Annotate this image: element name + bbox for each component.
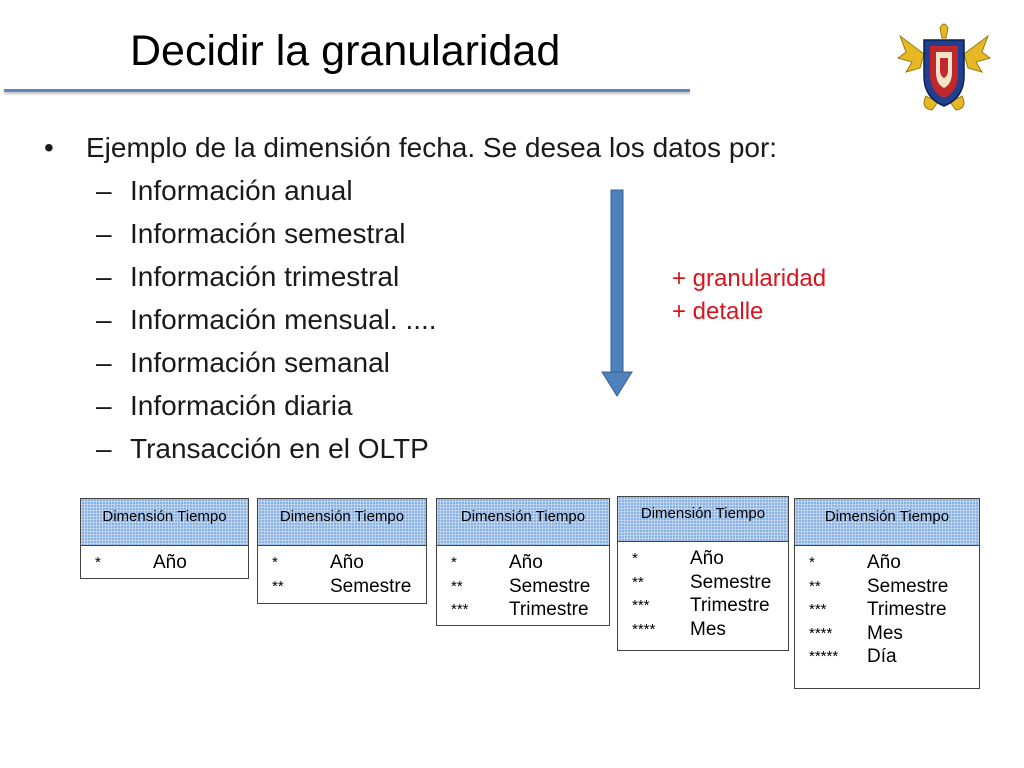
table-body: * Año ** Semestre *** Trimestre **** Mes ***… [795,546,979,669]
time-dimension-table: Dimensión Tiempo * Año ** Semestre *** Trim… [436,498,610,626]
table-row: * Año [618,547,788,571]
time-dimension-table: Dimensión Tiempo * Año ** Semestre *** Trim… [617,496,789,651]
level-mark: **** [632,620,656,638]
sub-bullet-text: Información semanal [130,347,390,378]
granularity-line: + granularidad [672,265,827,292]
table-row: *** Trimestre [795,598,979,622]
level-mark: *** [809,601,827,618]
level-name: Año [690,548,724,569]
table-header: Dimensión Tiempo [258,499,426,546]
table-row: **** Mes [618,618,788,642]
granularity-note: + granularidad + detalle [672,262,826,328]
table-header-label: Dimensión Tiempo [824,508,950,525]
table-header-label: Dimensión Tiempo [460,508,586,525]
level-mark: ** [451,577,463,595]
sub-bullet-text: Transacción en el OLTP [130,433,429,464]
level-name: Trimestre [690,595,770,616]
sub-bullet-text: Información mensual. .... [130,304,437,335]
table-header-label: Dimensión Tiempo [279,508,405,525]
time-dimension-table: Dimensión Tiempo * Año ** Semestre *** Trim… [794,498,980,689]
dash-marker: – [96,304,112,335]
table-row: * Año [437,551,609,575]
table-row: *** Trimestre [437,598,609,622]
table-header: Dimensión Tiempo [795,499,979,546]
table-row: ***** Día [795,645,979,669]
sub-bullet-item: –Información diaria [44,384,777,427]
table-row: ** Semestre [258,575,426,599]
table-row: *** Trimestre [618,594,788,618]
level-mark: * [632,550,638,567]
level-name: Año [153,552,187,573]
table-row: ** Semestre [795,575,979,599]
time-dimension-table: Dimensión Tiempo * Año ** Semestre [257,498,427,604]
level-mark: * [95,554,101,571]
level-name: Semestre [867,575,949,597]
sub-bullet-text: Información diaria [130,390,353,421]
bullet-list: • Ejemplo de la dimensión fecha. Se dese… [44,126,777,470]
level-name: Día [867,646,897,667]
dash-marker: – [96,261,112,292]
level-mark: ** [809,577,821,595]
level-name: Trimestre [509,599,589,620]
level-mark: ** [632,573,644,591]
detail-line: + detalle [672,298,764,325]
university-crest-icon [896,23,992,111]
dash-marker: – [96,433,112,464]
table-row: ** Semestre [437,575,609,599]
table-row: * Año [795,551,979,575]
sub-bullet-item: –Información semestral [44,212,777,255]
table-row: * Año [81,551,248,575]
level-name: Trimestre [867,599,947,620]
level-name: Semestre [690,571,772,593]
table-body: * Año ** Semestre [258,546,426,598]
level-mark: * [809,554,815,571]
title-underline [4,89,690,92]
level-mark: * [451,554,457,571]
level-mark: ***** [809,648,839,665]
bullet-main-text: Ejemplo de la dimensión fecha. Se desea … [86,132,778,163]
sub-bullet-item: –Información anual [44,169,777,212]
table-row: **** Mes [795,622,979,646]
sub-bullet-item: –Transacción en el OLTP [44,427,777,470]
dash-marker: – [96,175,112,206]
table-row: * Año [258,551,426,575]
level-name: Año [867,552,901,573]
table-body: * Año ** Semestre *** Trimestre **** Mes [618,542,788,641]
sub-bullet-item: –Información semanal [44,341,777,384]
dash-marker: – [96,347,112,378]
level-mark: * [272,554,278,571]
level-mark: ** [272,577,284,595]
dash-marker: – [96,390,112,421]
level-name: Año [330,552,364,573]
table-row: ** Semestre [618,571,788,595]
table-header-label: Dimensión Tiempo [640,505,766,522]
down-arrow-icon [601,189,633,397]
table-header: Dimensión Tiempo [81,499,248,546]
table-body: * Año [81,546,248,575]
table-header-label: Dimensión Tiempo [102,508,227,525]
table-header: Dimensión Tiempo [437,499,609,546]
dash-marker: – [96,218,112,249]
sub-bullet-text: Información trimestral [130,261,400,292]
sub-bullet-text: Información anual [130,175,353,206]
level-name: Semestre [330,575,412,597]
slide-title: Decidir la granularidad [130,27,561,75]
level-name: Mes [867,622,903,644]
sub-bullet-list: –Información anual –Información semestra… [44,169,777,470]
level-name: Año [509,552,543,573]
table-header: Dimensión Tiempo [618,497,788,542]
bullet-dot: • [44,132,54,163]
sub-bullet-item: –Información trimestral [44,255,777,298]
level-name: Mes [690,618,726,640]
level-mark: **** [809,624,833,642]
level-mark: *** [451,601,469,618]
time-dimension-table: Dimensión Tiempo * Año [80,498,249,579]
table-body: * Año ** Semestre *** Trimestre [437,546,609,622]
sub-bullet-text: Información semestral [130,218,406,249]
bullet-main: • Ejemplo de la dimensión fecha. Se dese… [44,126,777,169]
sub-bullet-item: –Información mensual. .... [44,298,777,341]
level-mark: *** [632,597,650,614]
level-name: Semestre [509,575,591,597]
